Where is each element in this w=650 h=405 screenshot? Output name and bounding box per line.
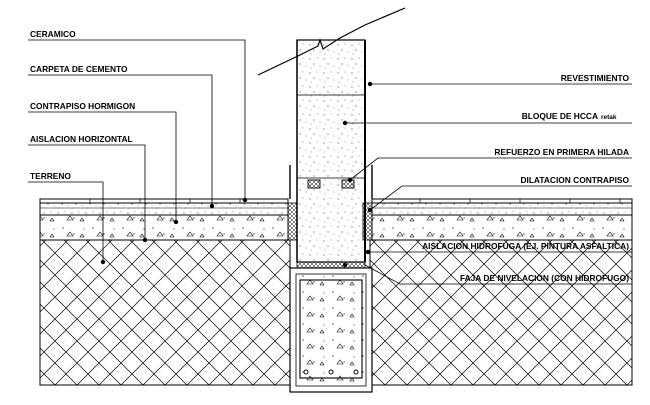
foundation-beam bbox=[289, 267, 373, 393]
label-aislacion-horizontal: AISLACION HORIZONTAL bbox=[30, 134, 133, 144]
labels-right: REVESTIMIENTO BLOQUE DE HCCA retak REFUE… bbox=[422, 73, 629, 283]
label-terreno: TERRENO bbox=[30, 171, 71, 181]
label-carpeta: CARPETA DE CEMENTO bbox=[30, 64, 128, 74]
label-ceramico: CERAMICO bbox=[30, 29, 76, 39]
label-faja: FAJA DE NIVELACION (CON HIDROFUGO) bbox=[460, 273, 629, 283]
leader-lines bbox=[28, 39, 632, 285]
break-line bbox=[257, 7, 406, 76]
label-revestimiento: REVESTIMIENTO bbox=[561, 73, 630, 83]
label-bloque: BLOQUE DE HCCA bbox=[522, 111, 598, 121]
label-bloque-suffix: retak bbox=[601, 114, 617, 121]
label-contrapiso: CONTRAPISO HORMIGON bbox=[30, 101, 135, 111]
faja-nivelacion-band bbox=[296, 261, 366, 269]
wall-block bbox=[289, 39, 373, 263]
label-aislacion-hidrofuga: AISLACION HIDROFUGA (EJ. PINTURA ASFALTI… bbox=[422, 241, 629, 251]
terreno-hatch bbox=[39, 239, 633, 386]
label-dilatacion: DILATACION CONTRAPISO bbox=[520, 175, 629, 185]
labels-left: CERAMICO CARPETA DE CEMENTO CONTRAPISO H… bbox=[30, 29, 135, 181]
label-refuerzo: REFUERZO EN PRIMERA HILADA bbox=[494, 147, 629, 157]
leader-dots bbox=[100, 81, 373, 268]
ceramico-tiles bbox=[39, 198, 633, 204]
